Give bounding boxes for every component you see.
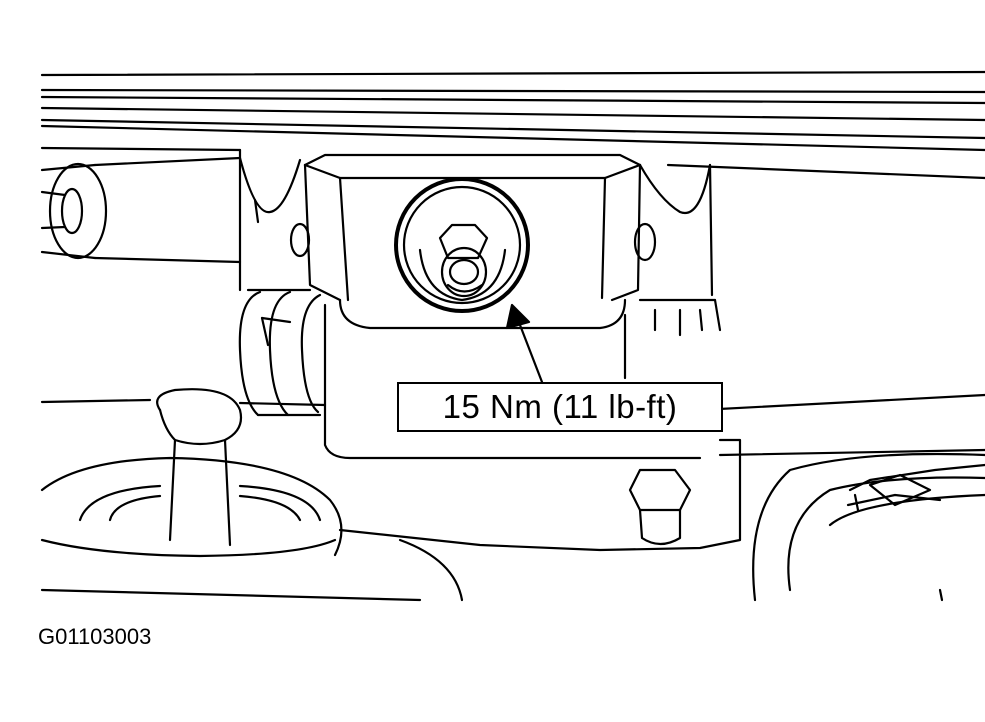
left-bracket — [238, 148, 312, 292]
reservoir-cap — [752, 452, 985, 602]
torque-spec-callout: 15 Nm (11 lb-ft) — [397, 382, 723, 432]
figure-id-label: G01103003 — [38, 624, 152, 649]
shift-boot — [40, 456, 464, 602]
linkage-coupling — [238, 290, 322, 417]
shift-lever — [156, 388, 243, 547]
mounting-bolt — [394, 177, 530, 313]
callout-arrow — [505, 303, 544, 384]
mounting-clamp — [303, 153, 722, 460]
floor-panel-lines — [40, 393, 985, 552]
retaining-bolt — [628, 468, 692, 546]
shift-rod — [40, 156, 242, 264]
body-panel-lines — [40, 70, 985, 180]
